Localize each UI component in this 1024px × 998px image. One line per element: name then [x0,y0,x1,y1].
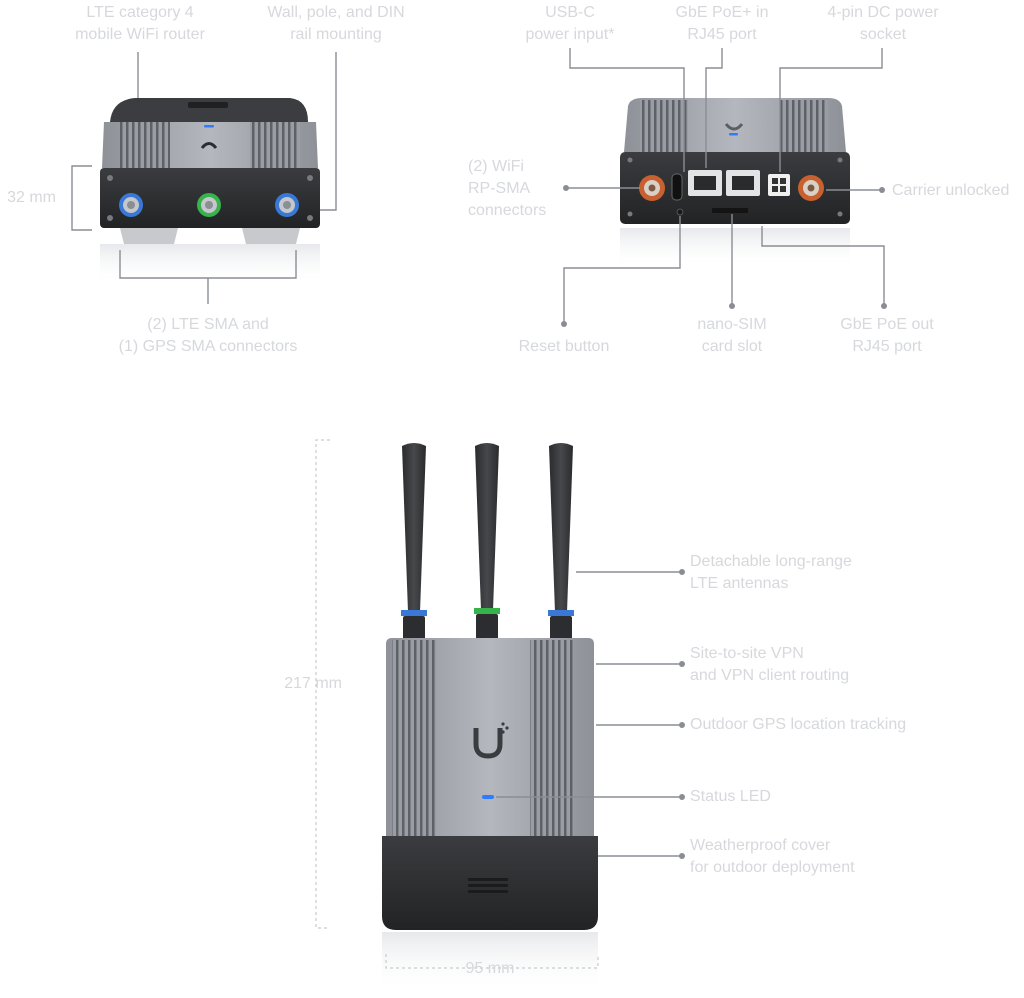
main-fins-left [392,640,436,836]
antenna-right [548,443,574,640]
label-mounting: Wall, pole, and DIN rail mounting [267,4,405,43]
label-lte-router: LTE category 4 mobile WiFi router [75,4,205,43]
status-led-main [482,795,494,799]
antenna-left [401,443,427,640]
ui-logo-icon [200,142,218,149]
mount-clip-left [120,228,178,244]
router-rear-reflection [620,228,850,268]
label-height-217mm: 217 mm [284,675,342,692]
label-carrier-unlocked: Carrier unlocked [892,182,1010,199]
gps-sma-connector [197,193,221,217]
label-gbe-out: GbE PoE out RJ45 port [840,316,934,355]
heatsink-fins-right [250,122,300,168]
router-front-view [100,98,320,284]
heatsink-fins-left [120,122,170,168]
wifi-rpsma-connector-2 [798,175,824,201]
usbc-port [671,173,683,201]
weatherproof-cover [382,836,598,930]
ui-logo-main-icon [473,728,503,759]
label-status-led: Status LED [690,788,771,805]
router-main-view [382,443,598,992]
label-wifi-rpsma: (2) WiFi RP-SMA connectors [468,158,547,219]
main-fins-right [530,640,574,836]
nano-sim-slot [712,208,748,213]
label-width-95mm: 95 mm [465,960,515,977]
label-cover: Weatherproof cover for outdoor deploymen… [690,837,855,876]
rear-fins-right [780,100,828,152]
lte-sma-connector-2 [275,193,299,217]
label-reset: Reset button [518,338,610,355]
dc-power-socket [768,174,790,196]
reset-button [676,208,684,216]
wifi-rpsma-connector-1 [639,175,665,201]
label-gps: Outdoor GPS location tracking [690,716,907,733]
ui-logo-rear-icon [724,123,744,131]
rear-fins-left [640,100,688,152]
status-led-small [204,125,214,128]
main-reflection [382,932,598,992]
leader-lines [71,48,887,859]
label-vpn: Site-to-site VPN and VPN client routing [690,645,850,684]
label-antennas: Detachable long-range LTE antennas [690,553,852,592]
mount-clip-right [242,228,300,244]
label-nano-sim: nano-SIM card slot [697,316,767,355]
label-usbc: USB-C power input* [525,4,615,43]
label-height-32mm: 32 mm [7,189,56,206]
dimension-lines [315,439,599,969]
status-led-rear [729,133,738,136]
label-dc-socket: 4-pin DC power socket [827,4,939,43]
label-gbe-in: GbE PoE+ in RJ45 port [675,4,769,43]
label-sma-connectors: (2) LTE SMA and (1) GPS SMA connectors [118,316,298,355]
lte-sma-connector-1 [119,193,143,217]
router-rear-view [620,98,850,268]
antenna-center [474,443,500,640]
router-top-lid [110,98,308,122]
